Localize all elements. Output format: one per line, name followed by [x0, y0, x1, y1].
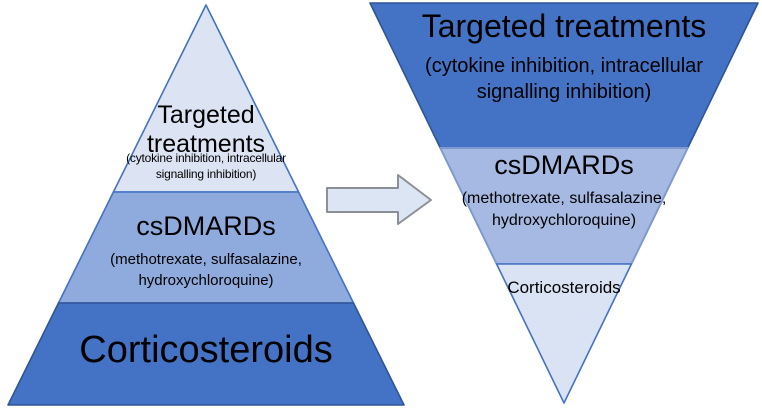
- right-pyramid-level2-sublabel: (methotrexate, sulfasalazine, hydroxychl…: [461, 190, 667, 229]
- left-pyramid-level3-label: Corticosteroids: [79, 329, 333, 371]
- right-pyramid-level3-label: Corticosteroids: [507, 278, 621, 297]
- right-arrow-icon: [326, 174, 432, 225]
- left-pyramid-level2-label: csDMARDs: [136, 211, 276, 241]
- left-pyramid-bottom-section: [7, 302, 405, 406]
- left-pyramid-level2-sublabel: (methotrexate, sulfasalazine, hydroxychl…: [110, 251, 302, 289]
- left-pyramid-level1-label: Targeted treatments: [146, 101, 266, 158]
- right-pyramid-level1-sublabel: (cytokine inhibition, intracellular sign…: [425, 55, 703, 103]
- right-pyramid-level1-label: Targeted treatments: [421, 8, 707, 44]
- right-pyramid-bottom-section: [495, 263, 633, 404]
- left-pyramid-level1-sublabel: (cytokine inhibition, intracellular sign…: [126, 151, 286, 181]
- right-pyramid-level2-label: csDMARDs: [494, 150, 634, 180]
